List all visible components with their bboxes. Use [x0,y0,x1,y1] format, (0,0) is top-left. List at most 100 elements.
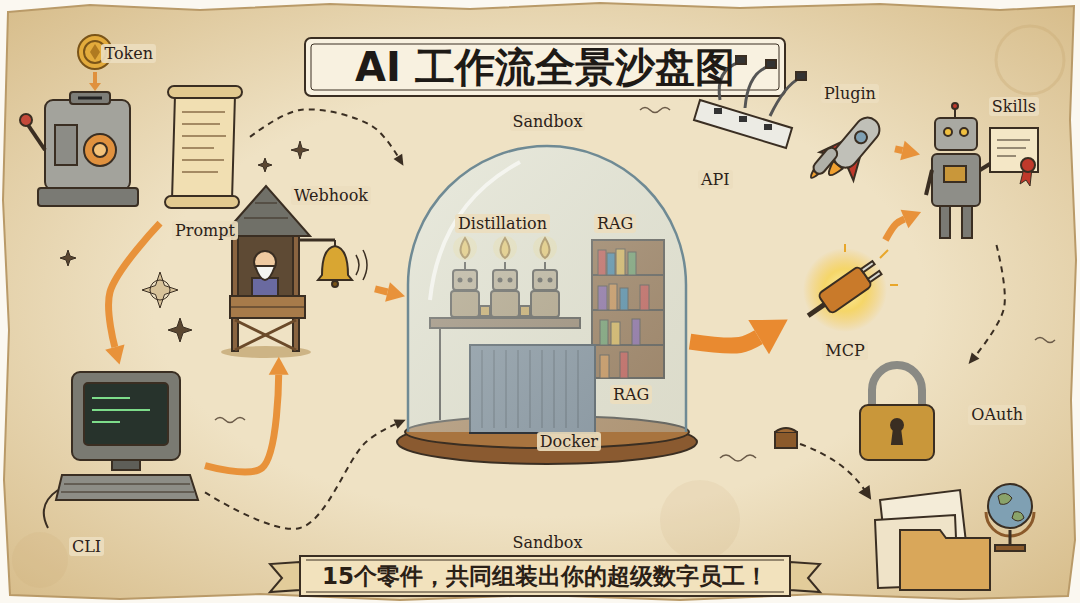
mcp-plug [818,266,873,314]
watchtower [230,307,305,308]
cli-node: CLI [45,365,205,560]
prompt-scroll [165,196,239,208]
plugin-rocket [853,129,870,146]
skills-robot [997,140,1030,141]
files-and-globe [1009,530,1012,545]
part-label: RAG [610,385,652,404]
computer-terminal [92,398,150,422]
files-and-globe [1012,512,1024,521]
decor-stars [258,158,272,172]
plugin-rocket [807,106,892,189]
decor-stars [142,272,178,308]
caption-ribbon [306,592,784,593]
node-label: OAuth [968,405,1026,424]
mcp-plug [880,250,888,258]
token-machine [89,83,101,91]
skills-node: Skills [920,95,1055,245]
watchtower [235,320,296,350]
decor-waves [215,418,245,423]
decor-stars [60,250,76,266]
caption-ribbon [270,562,300,592]
files-and-globe [988,484,1032,528]
prompt-scroll [168,86,242,98]
caption-ribbon [300,556,790,596]
node-label: Token [101,44,156,63]
node-label: MCP [822,341,867,360]
token-machine [45,100,130,190]
title-frame [305,38,785,96]
webhook-node: Webhook [220,182,375,357]
watchtower [299,239,335,242]
title-frame [311,44,779,90]
title-frame [305,38,785,96]
token-machine [55,125,77,165]
dashed-arrow [976,245,1005,356]
mcp-plug [861,261,875,272]
decor-waves [720,455,756,461]
files-and-globe [860,487,870,498]
plugin-rocket [813,106,892,189]
caption-ribbon [270,556,820,596]
node-label: CLI [69,537,104,556]
power-strip [736,56,746,64]
watchtower [293,236,299,351]
prompt-scroll [182,147,214,149]
watchtower [230,296,305,318]
power-strip [739,116,747,122]
node-label: Webhook [291,186,371,205]
prompt-scroll [182,159,224,161]
decor-waves [640,108,670,113]
watchtower [332,281,338,287]
mcp-plug [868,271,882,282]
skills-robot [952,103,958,109]
watchtower [244,218,288,219]
prompt-scroll [182,112,226,172]
computer-terminal [92,397,130,399]
mcp-plug [845,244,898,285]
files-and-globe [998,493,1012,504]
parchment [660,480,740,560]
docker-node: Docker [465,335,605,453]
prompt-scroll [182,123,220,125]
files-and-globe [900,530,990,590]
power-strip [796,72,806,80]
prompt-scroll [172,95,235,200]
token-machine [20,114,32,126]
node-label: Plugin [821,84,879,103]
mcp-node: MCP [790,240,900,362]
skills-robot [935,118,977,150]
skills-robot [954,109,956,118]
oauth-lock [860,365,934,460]
node-label: RAG [594,214,636,233]
skills-robot [944,166,966,182]
watchtower [221,186,367,358]
token-machine [70,92,110,104]
computer-terminal [61,492,194,493]
files-and-globe [775,428,797,432]
decor-stars [168,318,192,342]
computer-terminal [44,372,198,528]
watchtower [363,250,367,280]
node-label: Prompt [172,221,238,240]
power-strip [745,66,770,108]
decor-waves [215,108,1055,462]
watchtower [235,320,296,350]
decor-waves [1035,338,1055,343]
caption-ribbon [790,562,820,592]
flow-arrow [690,337,759,345]
power-strip [770,78,800,116]
flow-arrow [895,149,902,151]
mcp-plug [890,284,898,286]
power-strip [764,124,772,130]
token-machine [84,134,116,166]
computer-terminal [64,484,190,485]
token-node: Token [20,40,160,215]
prompt-scroll [182,171,218,173]
caption-banner: 15个零件，共同组装出你的超级数字员工！ [302,558,788,594]
caption-ribbon [306,560,784,561]
mcp-plug [844,244,846,252]
skills-robot [990,128,1038,172]
watchtower [255,203,277,204]
